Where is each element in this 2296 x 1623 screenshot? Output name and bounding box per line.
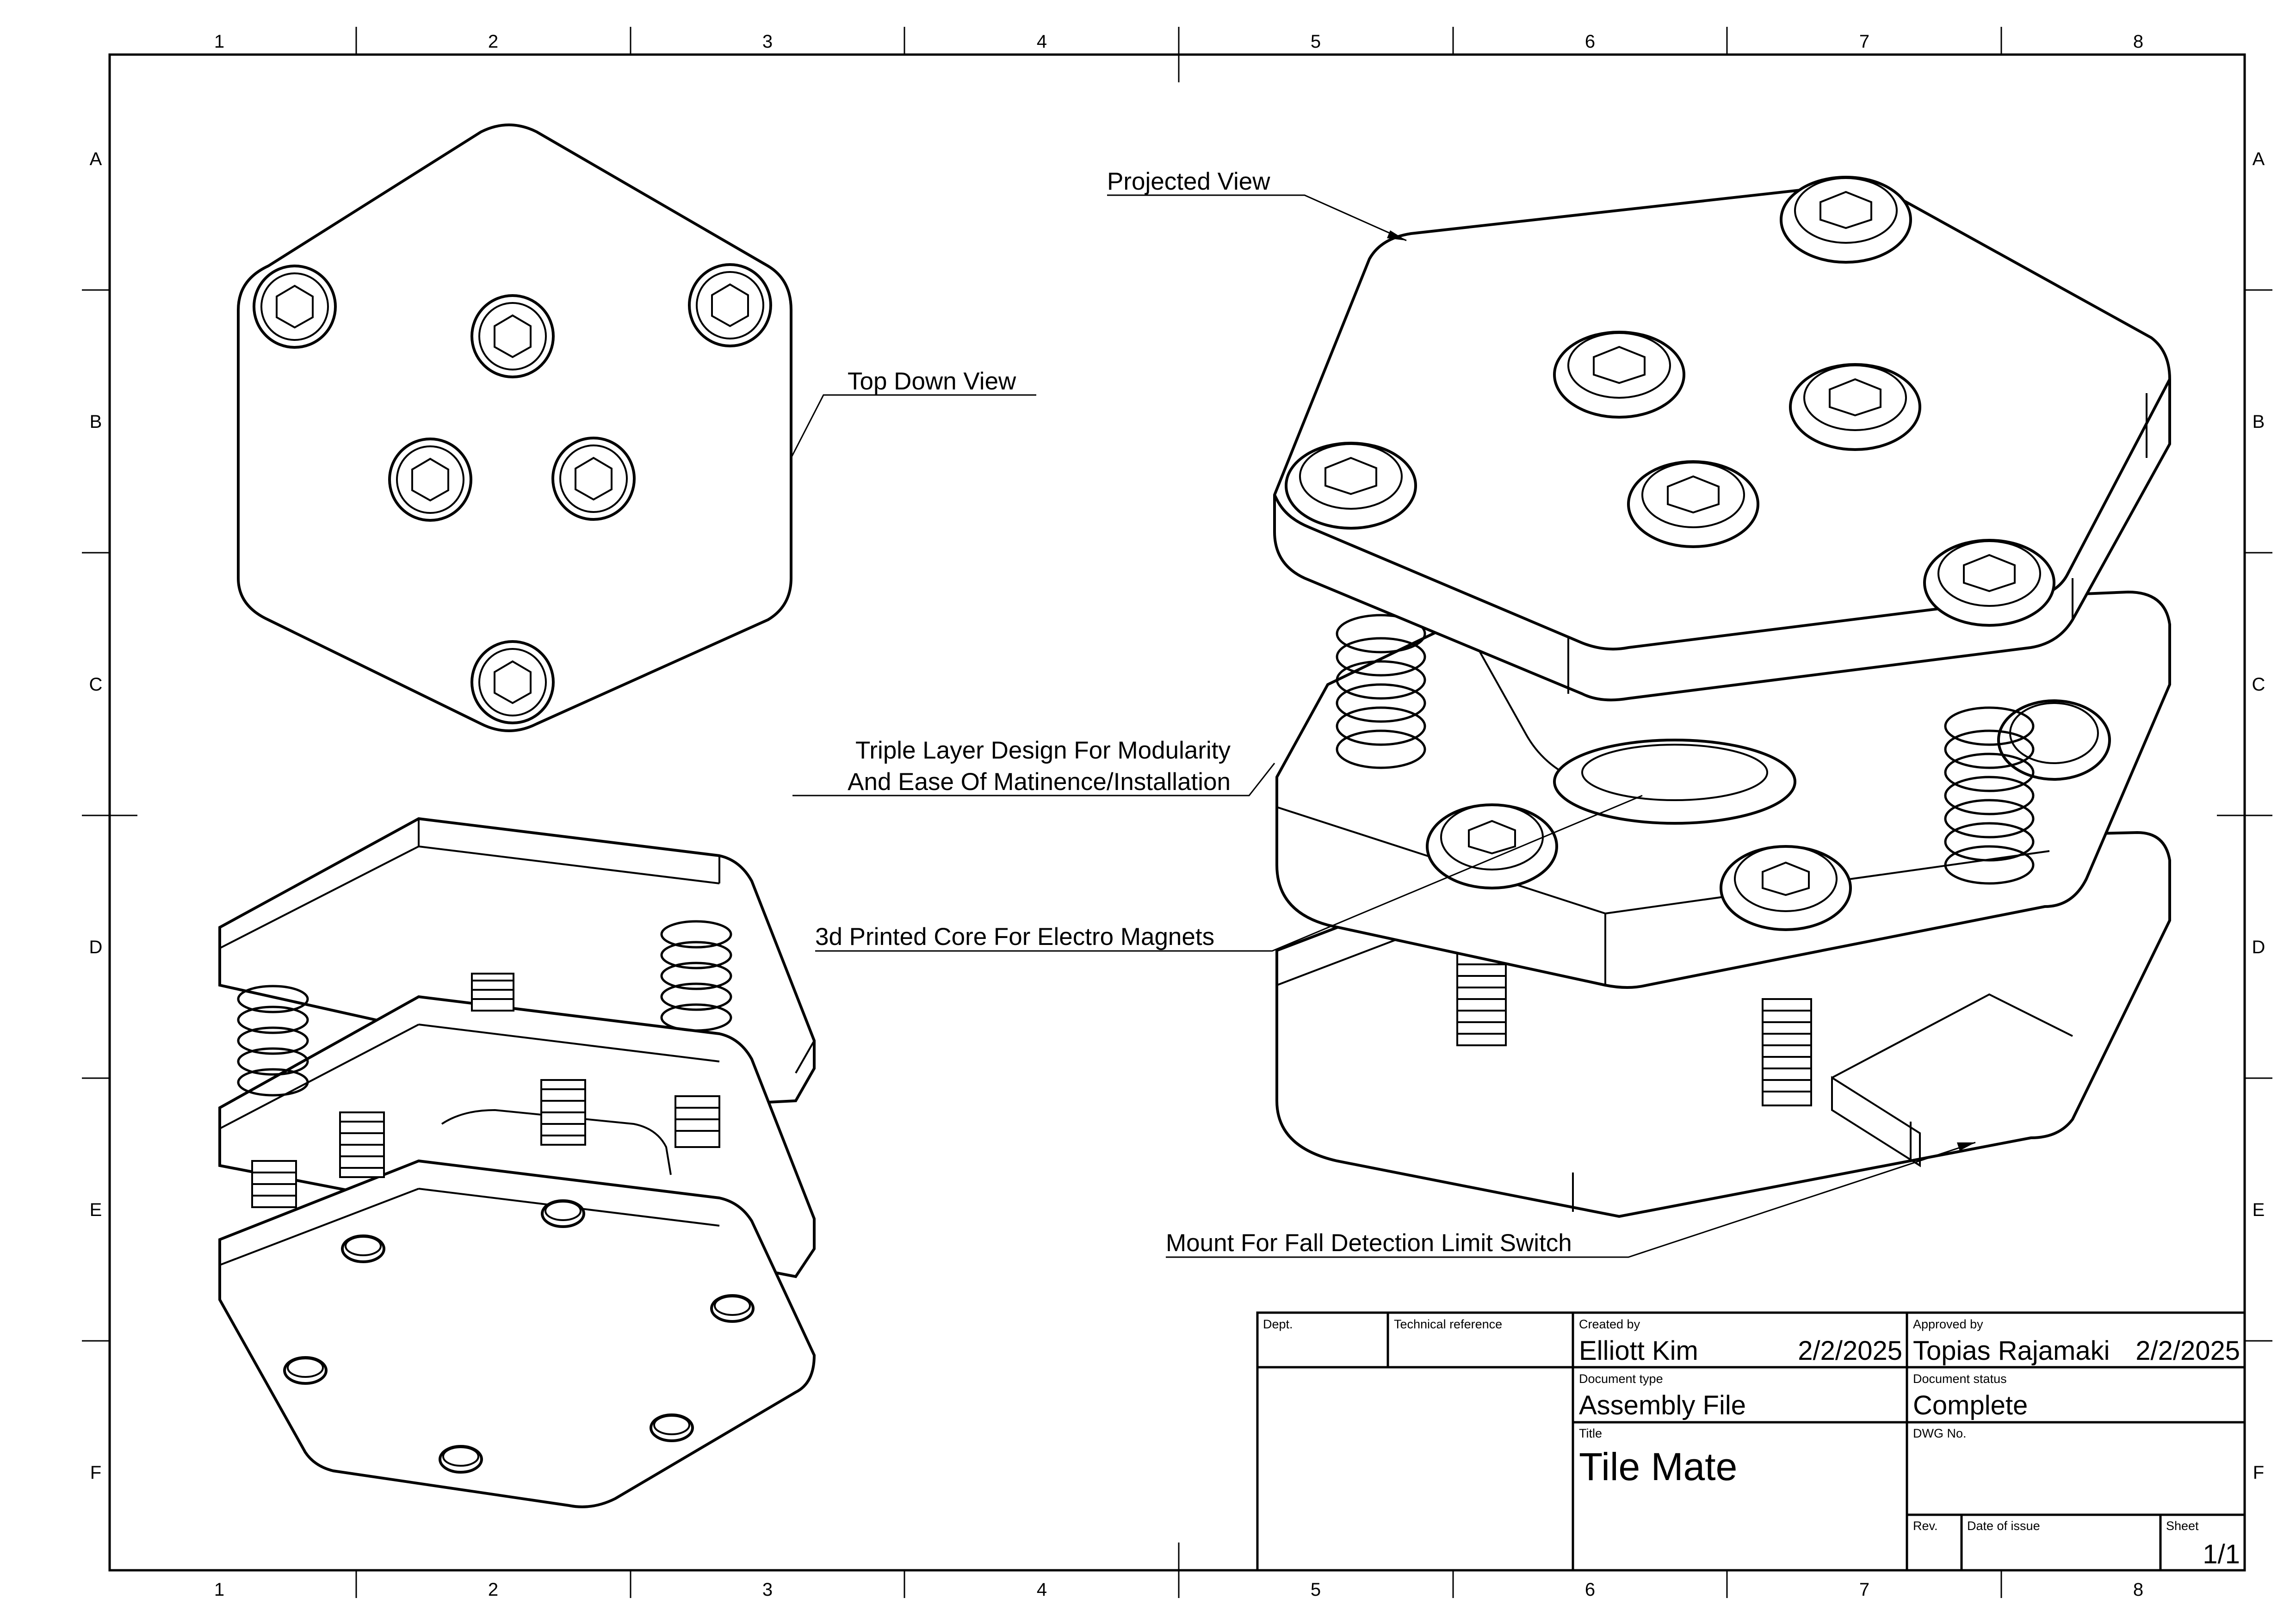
callout-mount: Mount For Fall Detection Limit Switch <box>1166 1142 1976 1258</box>
col-label: 5 <box>1311 31 1321 52</box>
bolt-head <box>470 294 555 378</box>
magnet-core <box>1553 739 1796 825</box>
threaded-stud <box>1456 952 1507 1046</box>
col-label: 5 <box>1311 1580 1321 1600</box>
col-label: 4 <box>1037 31 1047 52</box>
rev-label: Rev. <box>1913 1519 1938 1533</box>
callout-label: Projected View <box>1107 168 1270 195</box>
bolt-head <box>551 437 636 521</box>
col-label: 3 <box>762 1580 773 1600</box>
callout-label: And Ease Of Matinence/Installation <box>848 768 1231 796</box>
bolt-head <box>253 265 337 349</box>
col-label: 8 <box>2133 1580 2143 1600</box>
approved-date-value: 2/2/2025 <box>2135 1336 2240 1366</box>
approved-by-value: Topias Rajamaki <box>1913 1336 2110 1366</box>
col-label: 6 <box>1585 31 1595 52</box>
threaded-stud <box>540 1079 586 1146</box>
callout-label: Triple Layer Design For Modularity <box>855 737 1231 764</box>
col-label: 4 <box>1037 1580 1047 1600</box>
bolt-head <box>1780 176 1912 264</box>
row-label: A <box>90 149 102 169</box>
bolt-head <box>1789 363 1921 451</box>
callout-top-down-view: Top Down View <box>790 368 1036 458</box>
row-label: E <box>2253 1200 2265 1220</box>
bolt-head <box>1923 539 2055 627</box>
column-labels-top: 1 2 3 4 5 6 7 8 <box>214 31 2143 52</box>
title-block: Dept. Technical reference Created by Ell… <box>1256 1311 2246 1572</box>
technical-reference-label: Technical reference <box>1394 1317 1502 1331</box>
row-label: F <box>90 1463 101 1483</box>
title-label: Title <box>1579 1426 1602 1440</box>
document-status-value: Complete <box>1913 1390 2028 1420</box>
bolt-head <box>1720 845 1852 931</box>
date-of-issue-label: Date of issue <box>1967 1519 2040 1533</box>
col-label: 1 <box>214 31 224 52</box>
created-by-value: Elliott Kim <box>1579 1336 1698 1366</box>
bolt-head <box>1426 803 1558 889</box>
top-down-view <box>237 123 792 732</box>
row-label: C <box>89 674 103 695</box>
callout-label: Mount For Fall Detection Limit Switch <box>1166 1229 1572 1257</box>
column-labels-bottom: 1 2 3 4 5 6 7 8 <box>214 1580 2143 1600</box>
drawing-title: Tile Mate <box>1579 1445 1737 1488</box>
spring <box>1336 614 1426 769</box>
threaded-stud <box>339 1111 385 1178</box>
document-status-label: Document status <box>1913 1372 2007 1386</box>
row-labels-right: A B C D E F <box>2252 149 2265 1483</box>
row-label: F <box>2253 1463 2264 1483</box>
threaded-stud <box>471 973 514 1012</box>
created-date-value: 2/2/2025 <box>1798 1336 1902 1366</box>
col-label: 7 <box>1859 31 1869 52</box>
col-label: 7 <box>1859 1580 1869 1600</box>
row-label: E <box>90 1200 102 1220</box>
dwg-no-label: DWG No. <box>1913 1426 1967 1440</box>
col-label: 2 <box>488 1580 498 1600</box>
drawing-border <box>108 53 2246 1572</box>
col-label: 3 <box>762 31 773 52</box>
callout-core: 3d Printed Core For Electro Magnets <box>815 795 1643 952</box>
col-label: 1 <box>214 1580 224 1600</box>
bolt-head <box>1553 331 1685 419</box>
bolt-head <box>1285 442 1417 530</box>
isometric-underside-view <box>218 817 816 1508</box>
threaded-stud <box>251 1160 297 1208</box>
sheet-label: Sheet <box>2166 1519 2199 1533</box>
row-label: A <box>2253 149 2265 169</box>
sheet-value: 1/1 <box>2203 1539 2240 1569</box>
zone-ticks <box>82 27 2272 1598</box>
document-type-label: Document type <box>1579 1372 1663 1386</box>
document-type-value: Assembly File <box>1579 1390 1746 1420</box>
dept-label: Dept. <box>1263 1317 1293 1331</box>
row-label: B <box>90 412 102 432</box>
col-label: 2 <box>488 31 498 52</box>
threaded-stud <box>675 1095 720 1148</box>
approved-by-label: Approved by <box>1913 1317 1983 1331</box>
row-label: D <box>89 937 103 957</box>
col-label: 8 <box>2133 31 2143 52</box>
spring <box>660 920 732 1032</box>
spring <box>1944 706 2035 885</box>
row-label: B <box>2253 412 2265 432</box>
row-label: D <box>2252 937 2265 957</box>
bolt-head <box>1627 460 1759 548</box>
callout-triple-layer: Triple Layer Design For Modularity And E… <box>792 737 1275 796</box>
col-label: 6 <box>1585 1580 1595 1600</box>
bolt-head <box>388 438 472 522</box>
spring <box>237 985 309 1097</box>
created-by-label: Created by <box>1579 1317 1640 1331</box>
bolt-head <box>688 263 772 347</box>
projected-view <box>1273 176 2171 1218</box>
callout-projected-view: Projected View <box>1107 168 1407 241</box>
callout-label: Top Down View <box>848 368 1016 395</box>
callout-label: 3d Printed Core For Electro Magnets <box>815 923 1214 950</box>
bolt-head <box>470 640 555 724</box>
threaded-stud <box>1762 998 1812 1106</box>
hex-plate-outline <box>237 123 792 732</box>
row-labels-left: A B C D E F <box>89 149 103 1483</box>
row-label: C <box>2252 674 2265 695</box>
